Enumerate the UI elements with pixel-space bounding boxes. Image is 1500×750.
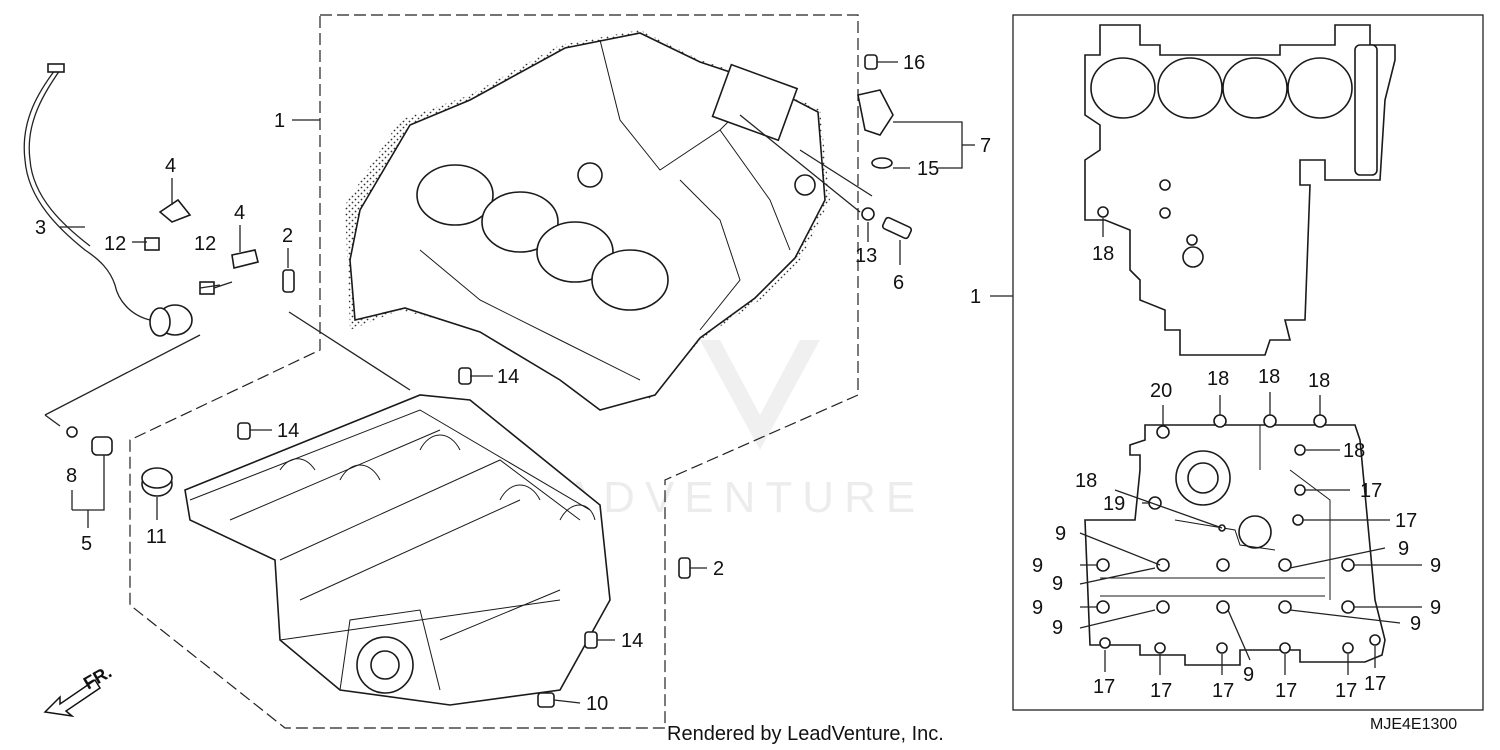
callout-1-upper: 1: [274, 110, 285, 132]
diagram-code: MJE4E1300: [1370, 716, 1457, 733]
bottom-view-9-a: 9: [1055, 523, 1066, 545]
callout-14-left: 14: [277, 420, 299, 442]
bottom-view-17-f: 17: [1275, 680, 1297, 702]
bottom-view-17-h: 17: [1364, 673, 1386, 695]
bottom-view-9-b: 9: [1032, 555, 1043, 577]
bottom-view-17-c: 17: [1093, 676, 1115, 698]
lower-crankcase: [184, 394, 611, 706]
bottom-view-18-c: 18: [1308, 370, 1330, 392]
upper-view-18: 18: [1092, 243, 1114, 265]
callout-14-bottom: 14: [621, 630, 643, 652]
callout-15: 15: [917, 158, 939, 180]
bottom-view-18-b: 18: [1258, 366, 1280, 388]
bottom-view-18-e: 18: [1075, 470, 1097, 492]
bottom-view-17-b: 17: [1395, 510, 1417, 532]
callout-12-right: 12: [194, 233, 216, 255]
bottom-view-17-d: 17: [1150, 680, 1172, 702]
front-direction-indicator: FR.: [43, 662, 115, 718]
callout-2-upper: 2: [282, 225, 293, 247]
callout-16: 16: [903, 52, 925, 74]
right-callouts: 20 18 18 18 18 18 19 17 17 9 9 9 9 9 9 9…: [1032, 366, 1441, 702]
small-parts: [23, 54, 913, 708]
upper-crankcase: [345, 30, 830, 411]
bottom-view-9-c: 9: [1052, 573, 1063, 595]
bottom-view-9-j: 9: [1410, 613, 1421, 635]
bottom-view-9-g: 9: [1398, 538, 1409, 560]
callout-11: 11: [146, 526, 167, 548]
callout-1-right: 1: [970, 286, 981, 308]
callout-14-top: 14: [497, 366, 519, 388]
assembly-outline: [129, 14, 859, 729]
right-leader-lines: [1079, 392, 1422, 675]
callout-4-left: 4: [165, 155, 176, 177]
callout-12-left: 12: [104, 233, 126, 255]
callout-5: 5: [81, 533, 92, 555]
callout-4-right: 4: [234, 202, 245, 224]
bottom-view-17-g: 17: [1335, 680, 1357, 702]
bottom-view-19: 19: [1103, 493, 1125, 515]
bottom-view-9-e: 9: [1052, 617, 1063, 639]
bottom-view-18-a: 18: [1207, 368, 1229, 390]
bottom-view-17-a: 17: [1360, 480, 1382, 502]
upper-case-top-view: 18: [1084, 24, 1396, 356]
bottom-view-9-d: 9: [1032, 597, 1043, 619]
callout-7: 7: [980, 135, 991, 157]
bottom-view-9-f: 9: [1243, 664, 1254, 686]
callout-3: 3: [35, 217, 46, 239]
callout-6: 6: [893, 272, 904, 294]
bottom-view-9-h: 9: [1430, 555, 1441, 577]
bottom-view-9-i: 9: [1430, 597, 1441, 619]
left-callouts: 1 2 2 3 4 4 5 6 7 8 10 11 12 12 13 14 14…: [35, 52, 991, 715]
bottom-view-20: 20: [1150, 380, 1172, 402]
bottom-view-17-e: 17: [1212, 680, 1234, 702]
callout-2-lower: 2: [713, 558, 724, 580]
right-detail-panel: 1 18: [970, 14, 1484, 711]
lower-case-bottom-view: [1084, 414, 1386, 666]
rendered-by-credit: Rendered by LeadVenture, Inc.: [667, 723, 944, 745]
callout-13: 13: [855, 245, 877, 267]
bottom-view-18-d: 18: [1343, 440, 1365, 462]
callout-8: 8: [66, 465, 77, 487]
leader-lines: [44, 61, 975, 704]
front-arrow-icon: [43, 678, 102, 718]
callout-10: 10: [586, 693, 608, 715]
